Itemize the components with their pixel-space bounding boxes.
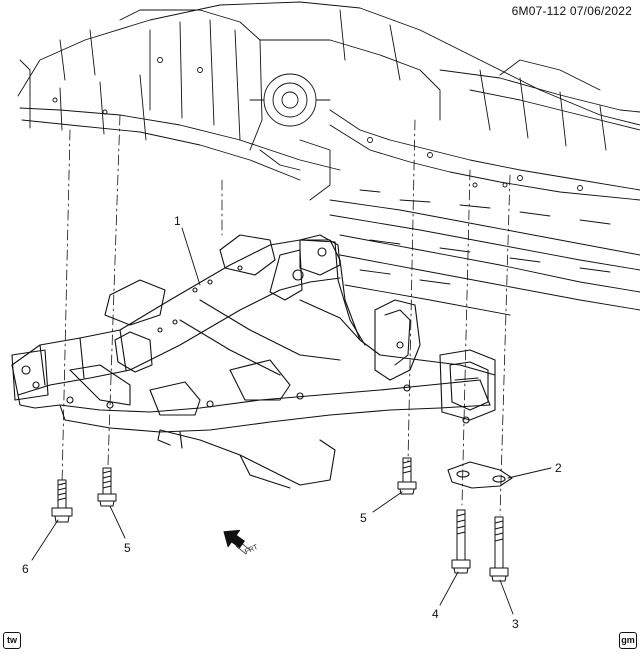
leader-1 xyxy=(181,227,201,286)
bolt-6 xyxy=(51,479,73,523)
callout-2: 2 xyxy=(555,461,562,475)
alignment-line-4 xyxy=(461,169,471,506)
bolt-3 xyxy=(489,516,509,582)
callout-1: 1 xyxy=(174,214,181,228)
leader-4 xyxy=(439,571,459,606)
leader-5-left xyxy=(109,505,126,539)
engine-mount-bracket-left xyxy=(299,234,341,276)
alignment-line-6 xyxy=(61,129,71,486)
underbody-structure xyxy=(17,1,640,316)
gm-logo-badge: gm xyxy=(619,632,637,649)
front-arrow-icon: FRT xyxy=(223,529,260,556)
leader-6 xyxy=(31,519,59,561)
retainer-plate-2 xyxy=(447,461,513,489)
leader-5-right xyxy=(372,491,403,513)
front-arrow-label: FRT xyxy=(244,543,260,555)
rear-mount-bracket xyxy=(374,299,421,381)
callout-labels: 1 2 3 4 5 5 6 xyxy=(22,214,562,631)
callout-4: 4 xyxy=(432,607,439,621)
leader-lines xyxy=(31,227,552,615)
leader-3 xyxy=(499,579,514,615)
frame-assembly xyxy=(11,234,496,489)
bolt-5-left xyxy=(97,467,117,507)
alignment-line-3 xyxy=(499,174,511,516)
callout-6: 6 xyxy=(22,562,29,576)
bolt-4 xyxy=(451,509,471,574)
callout-3: 3 xyxy=(512,617,519,631)
alignment-lines xyxy=(61,114,511,516)
callout-5-right: 5 xyxy=(360,511,367,525)
document-id: 6M07-112 07/06/2022 xyxy=(511,4,632,18)
rear-bushing-housing xyxy=(439,349,496,421)
alignment-line-5-right xyxy=(407,119,416,463)
bolt-5-right xyxy=(397,457,417,495)
leader-2 xyxy=(507,467,552,479)
callout-5-left: 5 xyxy=(124,541,131,555)
tw-badge: tw xyxy=(3,632,21,649)
alignment-line-5-left xyxy=(107,114,121,466)
